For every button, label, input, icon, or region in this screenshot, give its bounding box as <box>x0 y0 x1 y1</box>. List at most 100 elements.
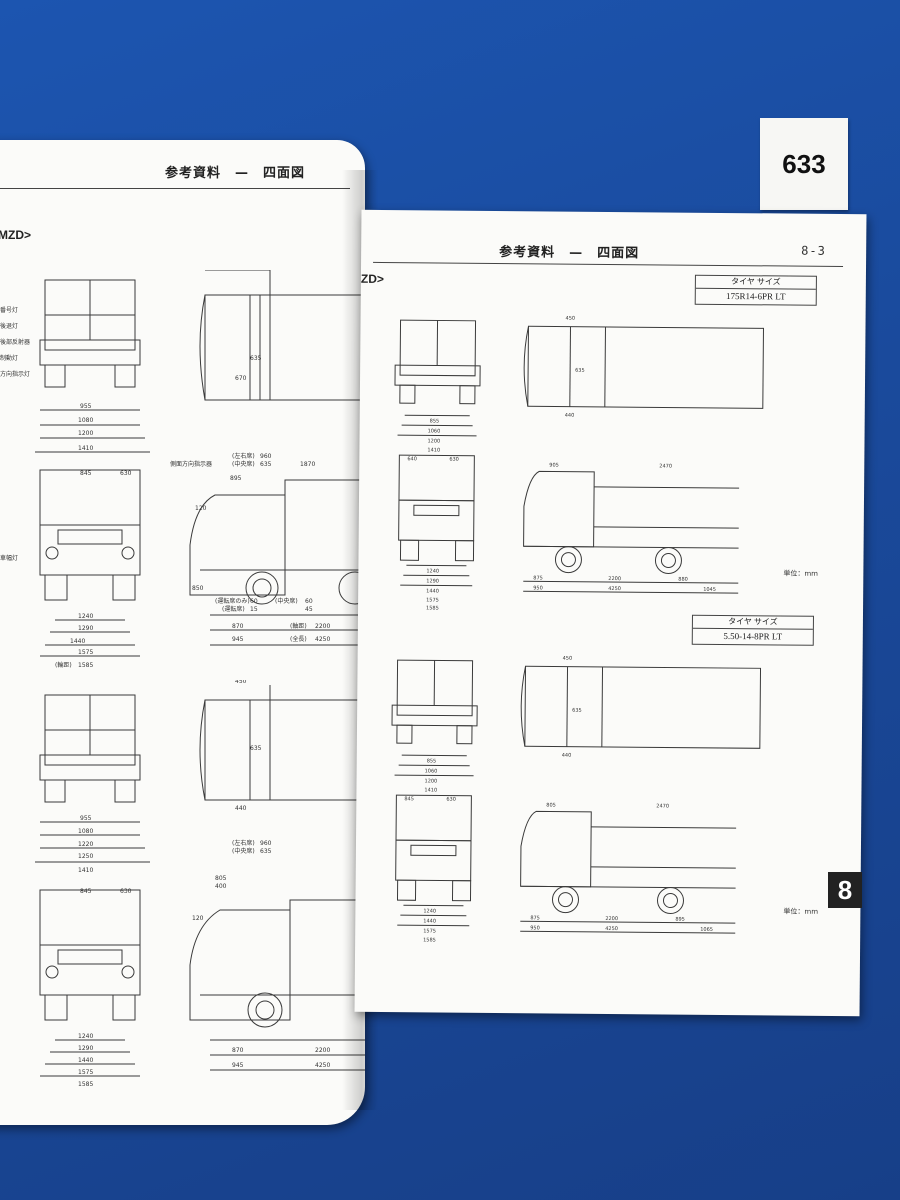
left-header-rule <box>0 188 350 189</box>
rt-dim-12: 1290 <box>426 578 439 584</box>
lt-side-dim-4250: 4250 <box>315 636 330 643</box>
chapter-thumb-tab: 8 <box>828 872 862 908</box>
rb-dim-20: 1065 <box>700 927 713 933</box>
tire-size-box-2: タイヤ サイズ 5.50-14-8PR LT <box>691 614 814 646</box>
right-page-header: 参考資料 — 四面図 <box>499 245 640 262</box>
right-page-number: 8-3 <box>801 243 826 258</box>
rt-dim-14: 1575 <box>426 597 439 603</box>
lt-front-dim-5: 1575 <box>78 649 93 656</box>
tire-size-label-1: タイヤ サイズ <box>695 275 816 290</box>
tire-size-value-2: 5.50-14-8PR LT <box>723 630 783 642</box>
lot-number-sticker: 633 <box>760 118 848 210</box>
lt-cab-dim: 895 <box>230 475 242 482</box>
lb-rear-dim-3: 1250 <box>78 853 93 860</box>
left-blueprint-top: 845 630 1240 1290 1440 1575 1585 955 108… <box>0 270 365 669</box>
lt-rear-dim-2: 1200 <box>78 430 93 437</box>
lb-side-dim-9: 1585 <box>78 1081 93 1088</box>
rb-dim-19: 895 <box>675 917 685 923</box>
rb-dim-9: 805 <box>546 802 556 808</box>
chapter-thumb-label: 8 <box>837 874 853 905</box>
lt-label-4: 方向指示灯 <box>0 370 30 378</box>
rb-dim-10: 2470 <box>656 803 669 809</box>
unit-note-1: 単位：mm <box>783 569 819 578</box>
lt-front-dim-0: 845 <box>80 470 92 477</box>
lb-seat-left: (左右席) <box>232 839 255 847</box>
lt-turn-marker: 側面方向指示器 <box>170 460 212 468</box>
left-blueprint-bottom: 955 1080 1220 1250 1410 450 635 440 (左右席… <box>35 680 365 1088</box>
lb-rear-dim-1: 1080 <box>78 828 93 835</box>
lb-side-dim-3: 400 <box>215 883 227 890</box>
right-header-rule <box>373 261 844 268</box>
rt-dim-21: 1045 <box>703 587 716 593</box>
lb-top-dim-1: 635 <box>250 745 262 752</box>
tire-size-value-1: 175R14-6PR LT <box>726 290 786 302</box>
lt-base-label: (運転席のみ) <box>215 597 250 605</box>
rt-dim-13: 1440 <box>426 588 439 594</box>
lt-label-0: 番号灯 <box>0 306 18 314</box>
rb-dim-16: 950 <box>530 925 540 931</box>
rt-dim-4: 1060 <box>428 428 441 434</box>
lt-overall: (全長) <box>290 635 307 643</box>
lt-side-dim-120: 120 <box>195 505 207 512</box>
lt-rear-dim-3: 1410 <box>78 445 93 452</box>
rt-dim-6: 1410 <box>427 447 440 453</box>
left-section-tag: MZD> <box>0 228 31 242</box>
lt-side-dim-945: 945 <box>232 636 244 643</box>
rt-dim-9: 905 <box>549 462 559 468</box>
lt-rear-dim-1: 1080 <box>78 417 93 424</box>
lb-seat-b: 635 <box>260 848 272 855</box>
tire-size-box-1: タイヤ サイズ 175R14-6PR LT <box>694 274 817 306</box>
rb-dim-12: 1440 <box>423 918 436 924</box>
right-section-tag: ZD> <box>360 271 384 287</box>
rt-dim-2: 440 <box>565 413 575 419</box>
lb-side-dim-0: 845 <box>80 888 92 895</box>
rb-dim-8: 630 <box>446 797 456 803</box>
rb-dim-7: 845 <box>404 796 414 802</box>
rt-dim-19: 4250 <box>608 586 621 592</box>
left-page-header: 参考資料 — 四面図 <box>165 166 306 181</box>
rt-dim-10: 2470 <box>659 463 672 469</box>
lb-side-dim-11: 945 <box>232 1062 244 1069</box>
lb-side-dim-1: 630 <box>120 888 132 895</box>
lt-seat-b: 635 <box>260 461 272 468</box>
lt-rear-dim-0: 955 <box>80 403 92 410</box>
lt-tread: (輪距) <box>55 661 72 669</box>
lt-seat-h-val: 45 <box>305 606 313 613</box>
lot-number: 633 <box>782 148 826 179</box>
lb-side-dim-5: 1240 <box>78 1033 93 1040</box>
lt-label-1: 後退灯 <box>0 322 18 330</box>
lt-front-dim-2: 1240 <box>78 613 93 620</box>
rt-dim-1: 635 <box>575 368 585 374</box>
rt-dim-7: 640 <box>407 456 417 462</box>
lt-front-dim-1: 630 <box>120 470 132 477</box>
rb-dim-13: 1575 <box>423 928 436 934</box>
lb-top-dim-0: 450 <box>235 680 247 685</box>
lt-wheelbase: (軸距) <box>290 622 307 630</box>
rt-dim-8: 630 <box>449 457 459 463</box>
rt-dim-11: 1240 <box>426 568 439 574</box>
lb-seat-center: (中央席) <box>232 847 255 855</box>
left-page: 参考資料 — 四面図 MZD> <box>0 140 365 1125</box>
lt-base-val-b: 15 <box>250 606 258 613</box>
lb-rear-dim-0: 955 <box>80 815 92 822</box>
right-page: 参考資料 — 四面図 8-3 ZD> タイヤ サイズ 175R14-6PR LT <box>354 209 867 1017</box>
lb-rear-dim-2: 1220 <box>78 841 93 848</box>
rt-dim-15: 1585 <box>426 605 439 611</box>
lt-seat-center: (中央席) <box>232 460 255 468</box>
rt-dim-0: 450 <box>566 316 576 322</box>
rt-dim-17: 950 <box>533 585 543 591</box>
lt-tilt-val: 60 <box>305 598 313 605</box>
rb-dim-6: 1410 <box>424 787 437 793</box>
rb-dim-2: 440 <box>562 753 572 759</box>
lb-side-dim-12: 2200 <box>315 1047 330 1054</box>
lt-front-dim-6: 1585 <box>78 662 93 669</box>
lb-side-dim-6: 1290 <box>78 1045 93 1052</box>
lt-side-dim-2200: 2200 <box>315 623 330 630</box>
rt-dim-18: 2200 <box>608 576 621 582</box>
rb-dim-5: 1200 <box>424 778 437 784</box>
lb-side-dim-7: 1440 <box>78 1057 93 1064</box>
lt-front-dim-3: 1290 <box>78 625 93 632</box>
rt-dim-3: 855 <box>430 418 440 424</box>
tire-size-label-2: タイヤ サイズ <box>692 615 813 630</box>
rb-dim-15: 875 <box>530 915 540 921</box>
